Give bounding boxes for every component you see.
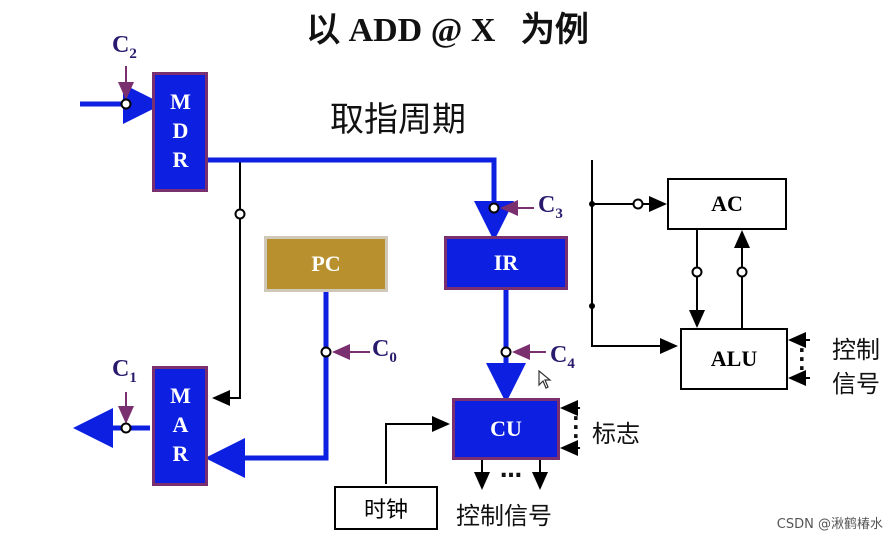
mdr-label: MDR — [168, 88, 193, 176]
alu-control-dots: ··· — [798, 338, 806, 380]
mar-register: MAR — [152, 366, 208, 486]
alu-unit: ALU — [680, 328, 788, 390]
clock-box: 时钟 — [334, 486, 438, 530]
control-c2: C2 — [112, 32, 137, 62]
mdr-register: MDR — [152, 72, 208, 192]
black-wires — [212, 160, 810, 490]
watermark: CSDN @湫鹤椿水 — [776, 517, 883, 532]
cu-label: CU — [490, 416, 522, 441]
clock-label: 时钟 — [363, 498, 408, 523]
alu-control-label-2: 信号 — [832, 370, 880, 398]
alu-label: ALU — [710, 346, 758, 371]
pc-label: PC — [311, 251, 341, 276]
cu-output-label: 控制信号 — [456, 502, 552, 530]
ir-label: IR — [493, 250, 519, 275]
gate-circles — [120, 98, 748, 434]
mar-label: MAR — [168, 382, 193, 470]
flags-label: 标志 — [592, 420, 640, 448]
page-title: 以 ADD @ X 为例 — [306, 12, 589, 49]
cu-output-dots: … — [500, 458, 522, 483]
cu-unit: CU — [452, 398, 560, 460]
ac-register: AC — [667, 178, 787, 230]
phase-subtitle: 取指周期 — [330, 100, 466, 140]
control-c0: C0 — [372, 336, 397, 366]
mouse-pointer-icon — [538, 370, 552, 389]
junction-dots — [589, 201, 595, 309]
flags-dots: ··· — [572, 406, 580, 448]
ac-label: AC — [711, 191, 743, 216]
pc-register: PC — [264, 236, 388, 292]
control-c4: C4 — [550, 342, 575, 372]
control-c1: C1 — [112, 356, 137, 386]
control-c3: C3 — [538, 192, 563, 222]
alu-control-label-1: 控制 — [832, 336, 880, 364]
control-arrows — [118, 66, 546, 424]
ir-register: IR — [444, 236, 568, 290]
